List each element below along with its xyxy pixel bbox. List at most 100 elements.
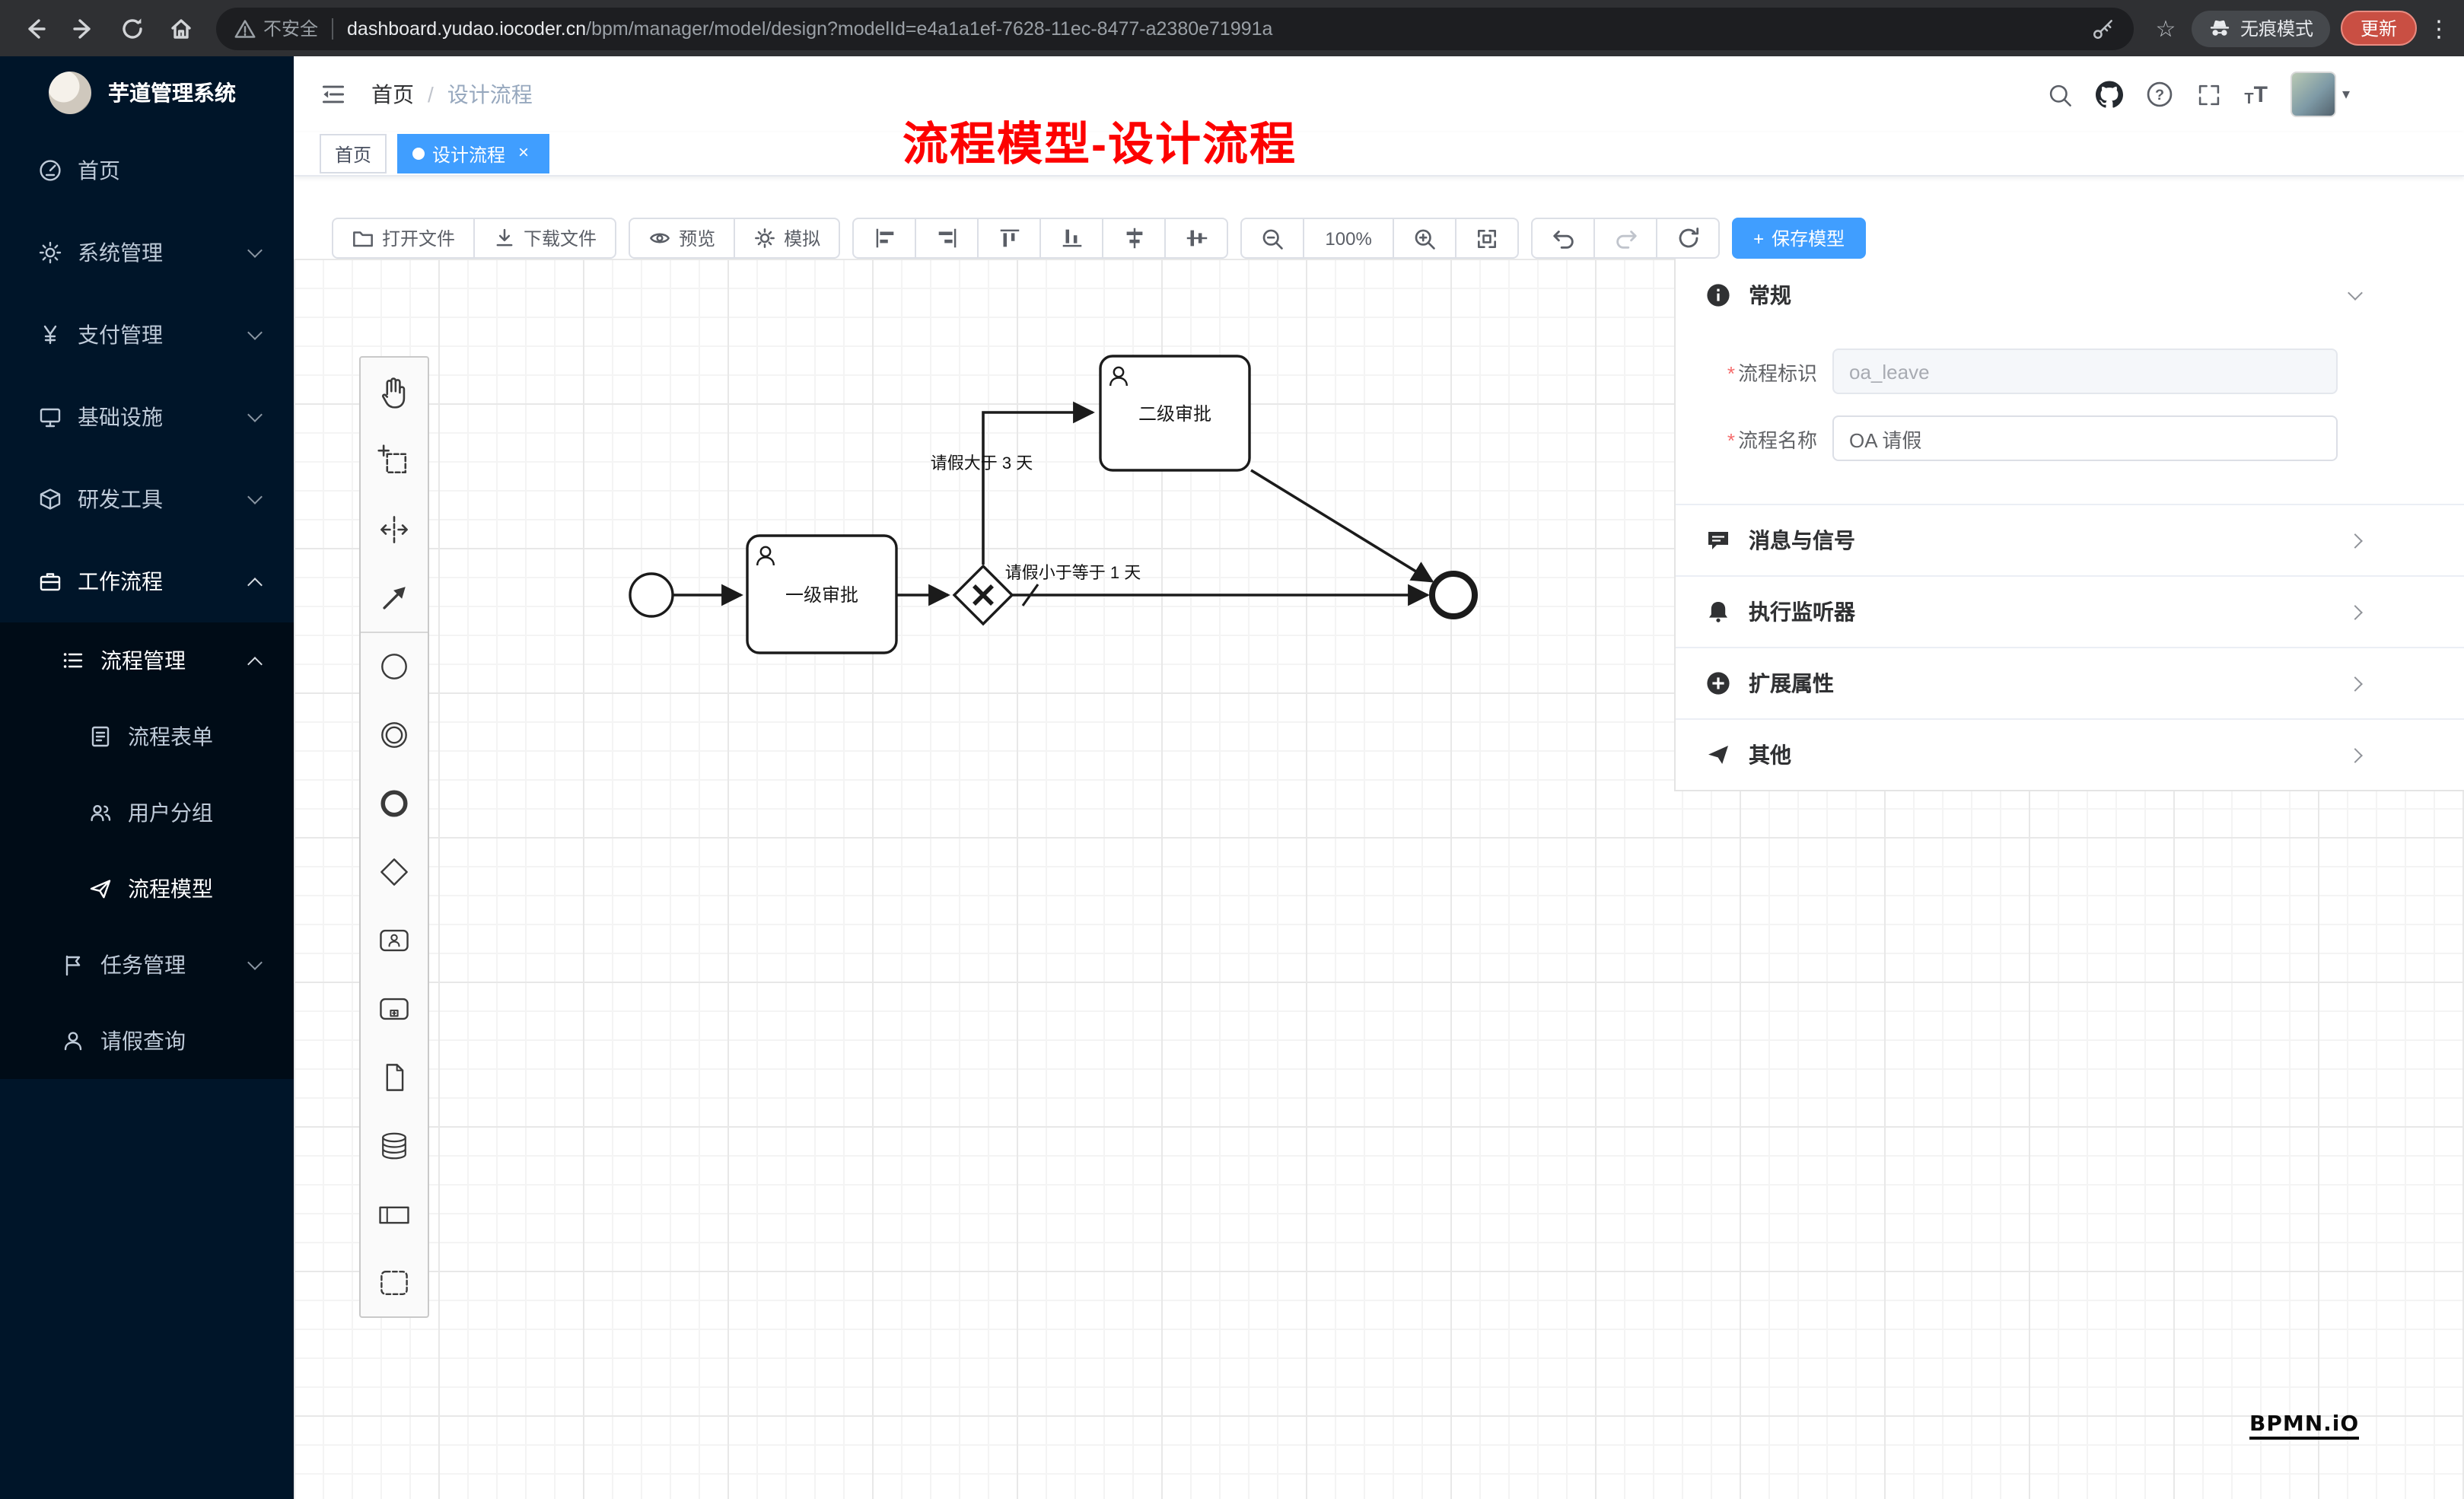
- chrome-update-button[interactable]: 更新: [2340, 11, 2417, 46]
- create-data-object[interactable]: [361, 1042, 428, 1111]
- align-center-vertical-button[interactable]: [1164, 218, 1229, 259]
- message-icon: [1706, 528, 1730, 552]
- password-key-icon[interactable]: [2091, 16, 2115, 40]
- create-user-task[interactable]: [361, 905, 428, 974]
- sidebar-item-system[interactable]: 系统管理: [0, 212, 294, 294]
- chevron-down-icon: [247, 243, 263, 258]
- user-avatar-menu[interactable]: ▾: [2290, 72, 2350, 117]
- sidebar-item-user-group[interactable]: 用户分组: [0, 775, 294, 851]
- panel-section-listeners[interactable]: 执行监听器: [1676, 575, 2464, 647]
- align-center-horizontal-button[interactable]: [1102, 218, 1167, 259]
- fullscreen-icon[interactable]: [2195, 81, 2221, 107]
- sidebar-item-label: 支付管理: [78, 323, 163, 347]
- simulate-button[interactable]: 模拟: [734, 218, 841, 259]
- bpmn-canvas[interactable]: 一级审批 二级审批 请假大于 3 天 请假小于等于 1 天: [294, 259, 2464, 1499]
- document-icon: [88, 724, 113, 749]
- start-event[interactable]: [629, 572, 674, 618]
- zoom-out-button[interactable]: [1240, 218, 1305, 259]
- sidebar-item-infrastructure[interactable]: 基础设施: [0, 376, 294, 458]
- sidebar-item-workflow[interactable]: 工作流程: [0, 540, 294, 622]
- create-gateway[interactable]: [361, 837, 428, 905]
- undo-button[interactable]: [1531, 218, 1596, 259]
- end-event[interactable]: [1429, 571, 1478, 619]
- panel-section-messages[interactable]: 消息与信号: [1676, 504, 2464, 575]
- hand-tool[interactable]: [361, 358, 428, 426]
- download-file-button[interactable]: 下载文件: [473, 218, 617, 259]
- task-first-approval[interactable]: [746, 534, 898, 654]
- svg-text:?: ?: [2154, 87, 2163, 103]
- browser-toolbar: 不安全 dashboard.yudao.iocoder.cn/bpm/manag…: [0, 0, 2464, 56]
- panel-section-extensions[interactable]: 扩展属性: [1676, 647, 2464, 718]
- align-bottom-button[interactable]: [1039, 218, 1104, 259]
- flag-icon: [61, 953, 85, 977]
- hand-icon: [382, 377, 406, 408]
- save-model-button[interactable]: + 保存模型: [1732, 218, 1867, 259]
- sidebar-item-task-management[interactable]: 任务管理: [0, 927, 294, 1003]
- sidebar-item-payment[interactable]: 支付管理: [0, 294, 294, 376]
- zoom-reset-button[interactable]: [1455, 218, 1520, 259]
- sidebar-item-devtools[interactable]: 研发工具: [0, 458, 294, 540]
- caret-down-icon: ▾: [2341, 86, 2350, 103]
- breadcrumb-home[interactable]: 首页: [371, 82, 414, 107]
- zoom-in-button[interactable]: [1393, 218, 1457, 259]
- sidebar-item-process-form[interactable]: 流程表单: [0, 699, 294, 775]
- sidebar-item-home[interactable]: 首页: [0, 129, 294, 212]
- flow-task2-to-end[interactable]: [1250, 469, 1434, 583]
- info-icon: [1706, 282, 1730, 307]
- github-icon[interactable]: [2095, 81, 2123, 108]
- process-key-input[interactable]: [1832, 348, 2338, 394]
- address-bar[interactable]: 不安全 dashboard.yudao.iocoder.cn/bpm/manag…: [216, 7, 2134, 49]
- bpmn-io-watermark[interactable]: BPMN.iO: [2249, 1412, 2360, 1440]
- app-logo[interactable]: 芋道管理系统: [0, 56, 294, 129]
- align-top-button[interactable]: [977, 218, 1042, 259]
- sidebar-collapse-button[interactable]: [320, 81, 347, 108]
- create-group[interactable]: [361, 1248, 428, 1316]
- browser-forward-button[interactable]: [64, 9, 102, 47]
- help-icon[interactable]: ?: [2145, 81, 2173, 108]
- create-subprocess[interactable]: [361, 974, 428, 1042]
- align-right-button[interactable]: [915, 218, 979, 259]
- open-file-button[interactable]: 打开文件: [332, 218, 476, 259]
- tag-close-icon[interactable]: ×: [518, 142, 530, 163]
- sidebar-item-label: 系统管理: [78, 240, 163, 265]
- tag-home[interactable]: 首页: [320, 134, 387, 173]
- create-start-event[interactable]: [361, 632, 428, 700]
- download-icon: [496, 228, 513, 247]
- tag-design-process[interactable]: 设计流程 ×: [397, 134, 550, 173]
- flow-label-le1[interactable]: 请假小于等于 1 天: [1005, 563, 1141, 582]
- sidebar-item-process-management[interactable]: 流程管理: [0, 622, 294, 699]
- process-name-input[interactable]: [1832, 415, 2338, 461]
- sidebar-item-process-model[interactable]: 流程模型: [0, 851, 294, 927]
- preview-button-group: 预览 模拟: [629, 218, 841, 259]
- create-end-event[interactable]: [361, 769, 428, 837]
- global-connect-tool[interactable]: [361, 563, 428, 632]
- browser-back-button[interactable]: [15, 9, 53, 47]
- user-task-icon: [380, 928, 409, 951]
- panel-section-other[interactable]: 其他: [1676, 718, 2464, 790]
- panel-section-general[interactable]: 常规: [1676, 259, 2464, 330]
- preview-button[interactable]: 预览: [629, 218, 736, 259]
- restart-button[interactable]: [1656, 218, 1721, 259]
- sidebar-item-leave-query[interactable]: 请假查询: [0, 1003, 294, 1079]
- flow-gateway-to-task2[interactable]: [982, 401, 1095, 565]
- search-icon[interactable]: [2046, 81, 2072, 107]
- browser-home-button[interactable]: [161, 9, 199, 47]
- create-intermediate-event[interactable]: [361, 700, 428, 769]
- lasso-tool[interactable]: [361, 426, 428, 495]
- space-tool[interactable]: [361, 495, 428, 563]
- bookmark-star-icon[interactable]: ☆: [2155, 16, 2176, 42]
- align-left-button[interactable]: [852, 218, 917, 259]
- browser-reload-button[interactable]: [113, 9, 151, 47]
- create-data-store[interactable]: [361, 1111, 428, 1179]
- default-flow-marker: [1021, 584, 1039, 606]
- paper-plane-icon: [88, 877, 113, 901]
- flow-label-gt3[interactable]: 请假大于 3 天: [931, 454, 1033, 473]
- group-icon: [380, 1270, 408, 1294]
- create-participant[interactable]: [361, 1179, 428, 1248]
- browser-menu-icon[interactable]: ⋮: [2427, 16, 2450, 42]
- fit-viewport-icon: [1478, 229, 1497, 247]
- redo-button[interactable]: [1593, 218, 1658, 259]
- task-second-approval[interactable]: [1099, 355, 1251, 472]
